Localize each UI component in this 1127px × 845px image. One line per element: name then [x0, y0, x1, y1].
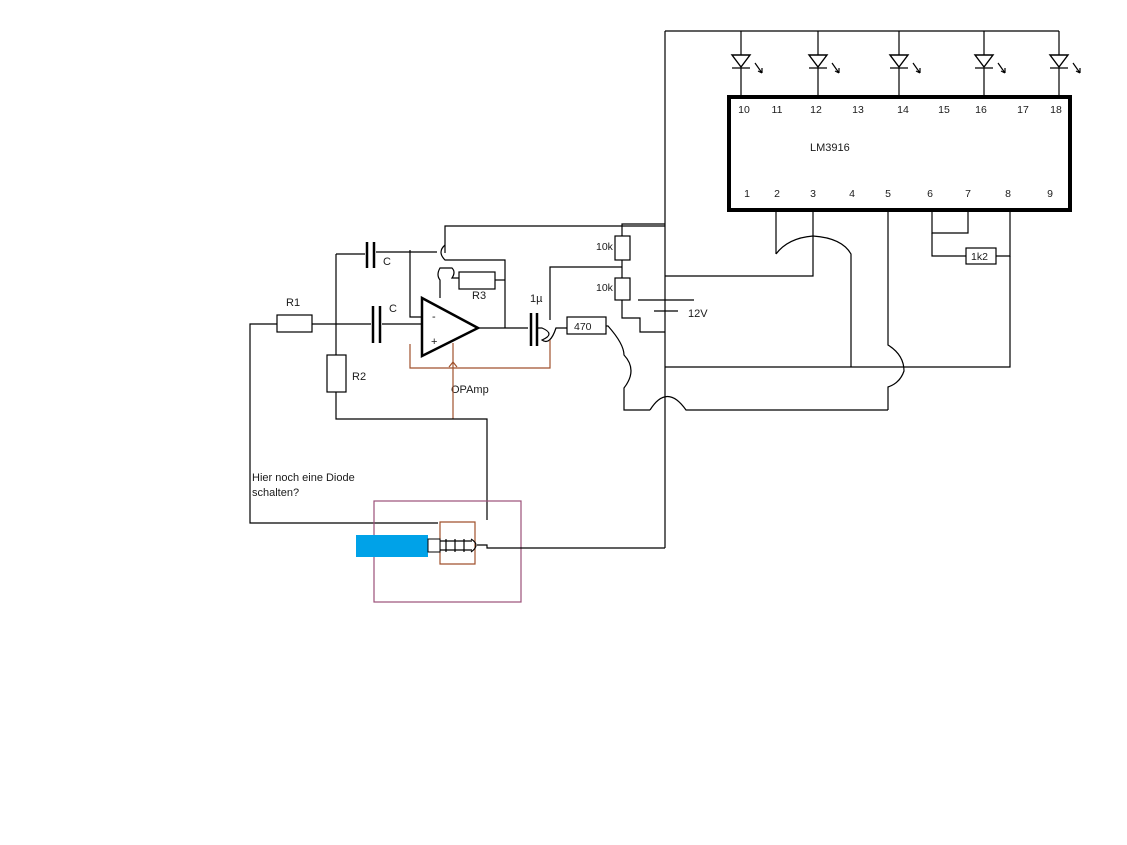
c-top-label: C [383, 256, 391, 268]
res-470-label: 470 [574, 321, 592, 333]
res-1k2-label: 1k2 [971, 251, 988, 263]
led-diode-icon [888, 31, 921, 97]
pin5-wiring [887, 210, 905, 410]
resistor-10k-bottom [614, 277, 631, 301]
ic-pin-label: 3 [810, 188, 816, 200]
resistor-r2: R2 [326, 254, 488, 520]
ic-pin-label: 16 [975, 104, 987, 116]
r3-label: R3 [472, 290, 486, 302]
ic-pin-label: 15 [938, 104, 950, 116]
ic-pin-label: 13 [852, 104, 864, 116]
resistor-r1: R1 [249, 297, 438, 524]
led-diode-icon [730, 31, 763, 97]
pin6-7-8-wiring: 1k2 [665, 210, 1011, 368]
feedback-network: R3 [409, 225, 665, 328]
led-array [730, 31, 1081, 97]
capacitor-c-mid: C [312, 303, 422, 343]
led-diode-icon [807, 31, 840, 97]
resistor-10k-top [614, 235, 631, 261]
ic-name-label: LM3916 [810, 142, 850, 154]
opamp-plus-label: + [431, 336, 437, 348]
ic-pin-label: 6 [927, 188, 933, 200]
led-diode-icon [973, 31, 1006, 97]
ic-pin-label: 4 [849, 188, 855, 200]
ic-pin-label: 1 [744, 188, 750, 200]
res-10k-top-label: 10k [596, 241, 614, 253]
capacitor-c-top: C [336, 242, 437, 268]
battery-label: 12V [688, 308, 708, 320]
ic-pin-label: 10 [738, 104, 750, 116]
ic-pin-label: 9 [1047, 188, 1053, 200]
resistor-1k2 [965, 247, 997, 265]
resistor-470 [566, 316, 607, 335]
res-10k-bottom-label: 10k [596, 282, 614, 294]
opamp-minus-label: - [432, 311, 436, 323]
opamp-label: OPAmp [451, 384, 489, 396]
led-diode-icon [1048, 31, 1081, 97]
c-mid-label: C [389, 303, 397, 315]
coupling-cap-1u: 1µ [478, 293, 567, 346]
pin2-pin3-wiring [665, 210, 852, 367]
positive-rail [664, 30, 1059, 548]
r1-label: R1 [286, 297, 300, 309]
opamp: - + OPAmp [409, 295, 551, 419]
ic-pin-label: 11 [772, 104, 783, 116]
cap-1u-label: 1µ [530, 293, 543, 305]
ic-pin-label: 2 [774, 188, 780, 200]
voltage-divider: 10k 10k [549, 223, 665, 333]
r2-label: R2 [352, 371, 366, 383]
input-path: 470 [566, 316, 888, 411]
note-line-2: schalten? [252, 487, 299, 499]
battery-12v: 12V [638, 299, 708, 320]
note-line-1: Hier noch eine Diode [252, 472, 355, 484]
ic-pin-label: 18 [1050, 104, 1062, 116]
ic-pin-label: 12 [810, 104, 822, 116]
audio-jack-icon [356, 500, 665, 603]
ic-pin-label: 17 [1017, 104, 1029, 116]
ic-pin-label: 7 [965, 188, 971, 200]
resistor-r3 [458, 271, 496, 290]
ic-pin-label: 14 [897, 104, 909, 116]
ic-pin-label: 5 [885, 188, 891, 200]
ic-pin-label: 8 [1005, 188, 1011, 200]
